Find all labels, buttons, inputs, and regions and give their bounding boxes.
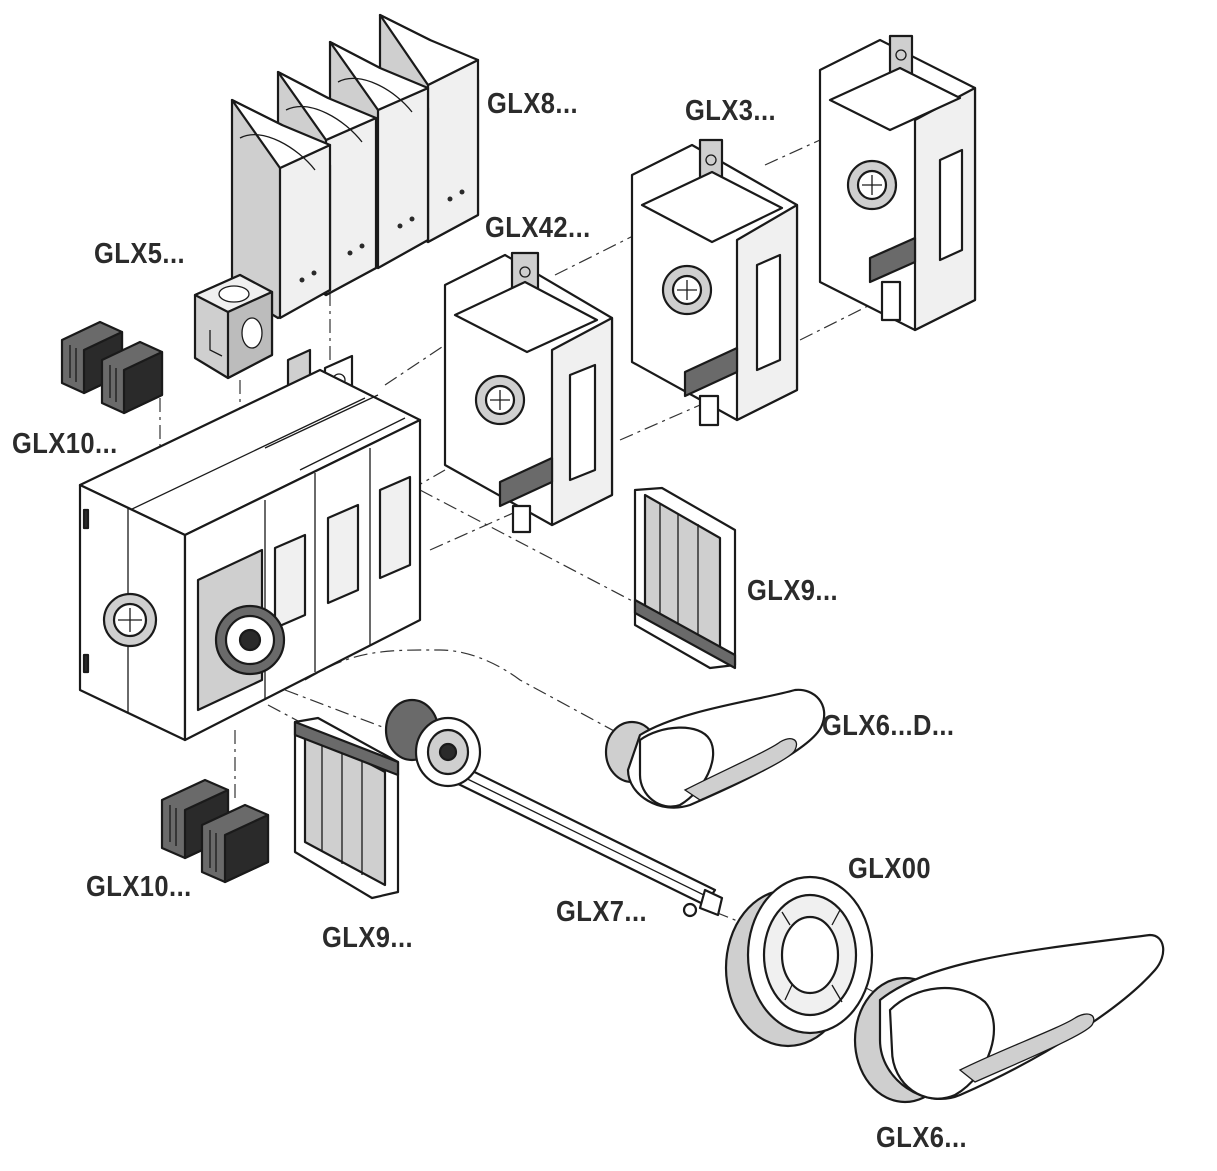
glx7-extension-shaft [384,698,724,918]
label-glx9-right: GLX9... [747,575,839,607]
glx3-pole-module-back [818,34,977,332]
glx00-adapter-ring [724,875,874,1048]
main-switch-body [78,348,422,742]
label-glx8: GLX8... [487,88,579,120]
label-glx5: GLX5... [94,238,186,270]
glx10-aux-contacts-bottom [160,778,270,884]
glx5-terminal-block [193,273,274,380]
label-glx9-bottom: GLX9... [322,922,414,954]
glx8-terminal-covers [230,13,480,320]
glx6d-door-handle [604,688,826,809]
label-glx7: GLX7... [556,896,648,928]
glx10-aux-contacts-top [60,320,164,415]
glx42-pole-module-middle [630,138,799,427]
glx42-pole-module-front [443,251,614,534]
label-glx3: GLX3... [685,95,777,127]
glx9-phase-barrier-right [633,486,737,670]
label-glx10-bottom: GLX10... [86,871,192,903]
glx9-phase-barrier-bottom [293,716,400,900]
label-glx10-top: GLX10... [12,428,118,460]
label-glx6: GLX6... [876,1122,968,1154]
label-glx00: GLX00 [848,853,932,885]
label-glx42: GLX42... [485,212,591,244]
label-glx6d: GLX6...D... [822,710,955,742]
glx6-handle [853,933,1165,1104]
